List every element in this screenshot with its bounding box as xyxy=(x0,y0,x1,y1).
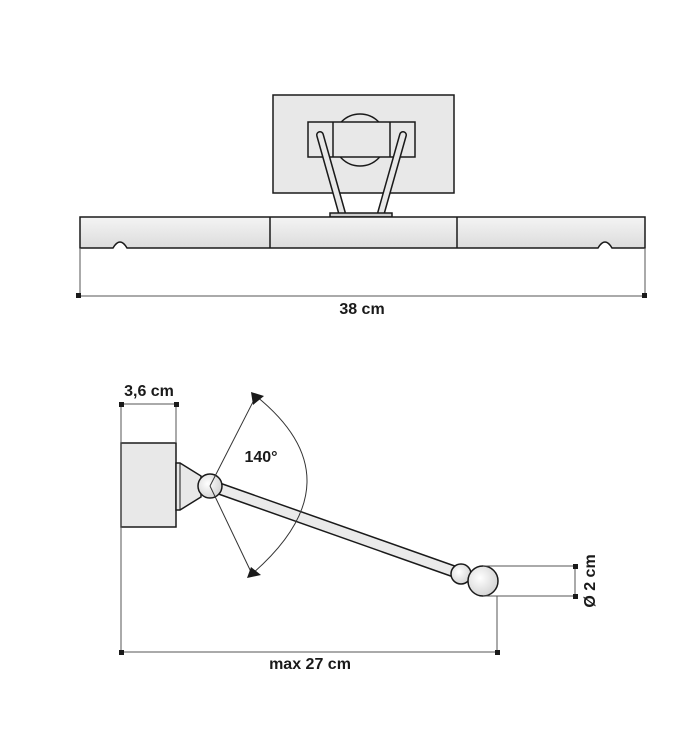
arrowhead-down-icon xyxy=(247,567,261,578)
arm xyxy=(209,480,467,581)
reach-label: max 27 cm xyxy=(269,656,351,673)
end-ball-large xyxy=(467,565,499,597)
depth-dimension xyxy=(119,402,179,652)
reach-dimension xyxy=(119,596,500,655)
angle-label: 140° xyxy=(244,449,277,466)
diameter-dimension xyxy=(483,564,578,599)
rod-right-fill xyxy=(378,132,406,216)
wall-box xyxy=(120,442,177,528)
side-view xyxy=(120,442,499,597)
width-label: 38 cm xyxy=(339,301,384,318)
diameter-label: Ø 2 cm xyxy=(582,554,599,607)
rod-left-fill xyxy=(317,132,345,216)
arrowhead-up-icon xyxy=(251,392,264,405)
light-bar xyxy=(79,216,646,249)
depth-label: 3,6 cm xyxy=(124,383,174,400)
width-dimension xyxy=(76,248,647,298)
top-view xyxy=(79,94,646,249)
angle-indicator xyxy=(209,392,308,578)
